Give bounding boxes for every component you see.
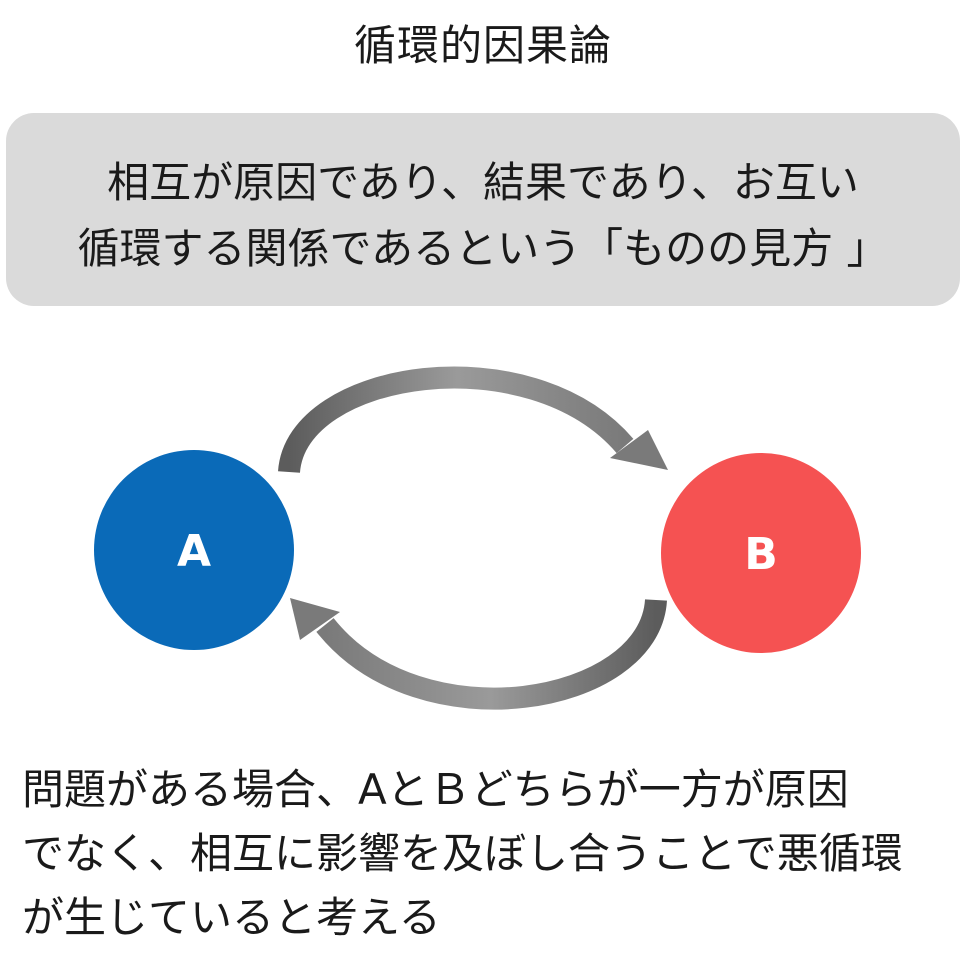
definition-text: 相互が原因であり、結果であり、お互い 循環する関係であるという「ものの見方 」 [0,150,966,282]
arrow-a-to-b [278,366,668,474]
node-b-label: B [744,529,778,580]
definition-line-1: 相互が原因であり、結果であり、お互い [107,158,859,207]
conclusion-line-1: 問題がある場合、AとＢどちらが一方が原因 [22,765,849,814]
causal-loop-diagram: A B [94,366,861,710]
conclusion-line-3: が生じていると考える [22,893,441,942]
node-a-label: A [177,526,211,577]
definition-box [6,113,960,306]
arrow-b-to-a [290,598,667,710]
node-b: B [661,453,861,653]
conclusion-line-2: でなく、相互に影響を及ぼし合うことで悪循環 [22,829,903,878]
node-a: A [94,450,294,650]
definition-line-2: 循環する関係であるという「ものの見方 」 [77,224,889,273]
node-b-circle [661,453,861,653]
conclusion-text: 問題がある場合、AとＢどちらが一方が原因 でなく、相互に影響を及ぼし合うことで悪… [22,758,952,950]
page-title: 循環的因果論 [353,21,612,70]
node-a-circle [94,450,294,650]
